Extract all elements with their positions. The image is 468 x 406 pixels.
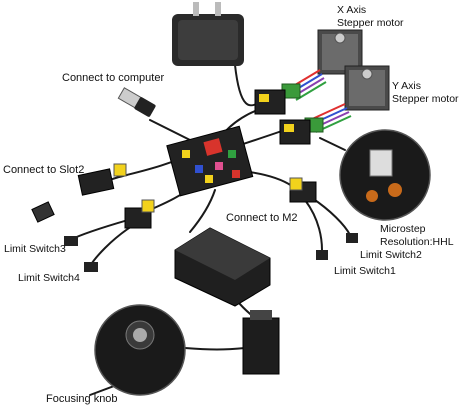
limit-switch-4 xyxy=(84,262,98,272)
servo xyxy=(31,201,55,223)
label-microstep-2: Resolution:HHL xyxy=(380,236,454,248)
usb-plug xyxy=(117,87,156,117)
y-stepper-motor xyxy=(344,65,390,111)
zoom-focus xyxy=(94,304,186,396)
limit-switch-2 xyxy=(346,233,358,243)
limit-wire-1 xyxy=(304,199,323,251)
x-driver-module xyxy=(254,89,286,115)
limit-module-right xyxy=(289,177,317,203)
label-x-axis-2: Stepper motor xyxy=(337,17,404,29)
label-y-axis-2: Stepper motor xyxy=(392,93,459,105)
slot2-module xyxy=(77,163,127,196)
laser-module xyxy=(242,310,280,375)
label-microstep-1: Microstep xyxy=(380,223,426,235)
label-limit-switch3: Limit Switch3 xyxy=(4,243,66,255)
label-focusing-knob: Focusing knob xyxy=(46,393,118,405)
power-adapter xyxy=(172,2,244,66)
label-connect-slot2: Connect to Slot2 xyxy=(3,164,85,176)
label-limit-switch2: Limit Switch2 xyxy=(360,249,422,261)
label-x-axis-1: X Axis xyxy=(337,4,367,16)
m2-cable xyxy=(189,189,216,233)
limit-switch-3 xyxy=(64,236,78,246)
y-driver-module xyxy=(279,119,311,145)
laser-driver-box xyxy=(174,227,271,307)
limit-wire-2 xyxy=(311,197,351,236)
label-connect-computer: Connect to computer xyxy=(62,72,165,84)
label-limit-switch1: Limit Switch1 xyxy=(334,265,396,277)
label-limit-switch4: Limit Switch4 xyxy=(18,272,80,284)
main-board xyxy=(166,125,254,197)
usb-cable xyxy=(149,119,191,141)
zoom-connector xyxy=(184,347,246,351)
label-connect-m2: Connect to M2 xyxy=(226,212,298,224)
limit-switch-1 xyxy=(316,250,328,260)
zoom-microstep xyxy=(339,129,431,221)
label-y-axis-1: Y Axis xyxy=(392,80,421,92)
limit-module-left xyxy=(124,199,155,229)
callout-line xyxy=(319,137,346,151)
